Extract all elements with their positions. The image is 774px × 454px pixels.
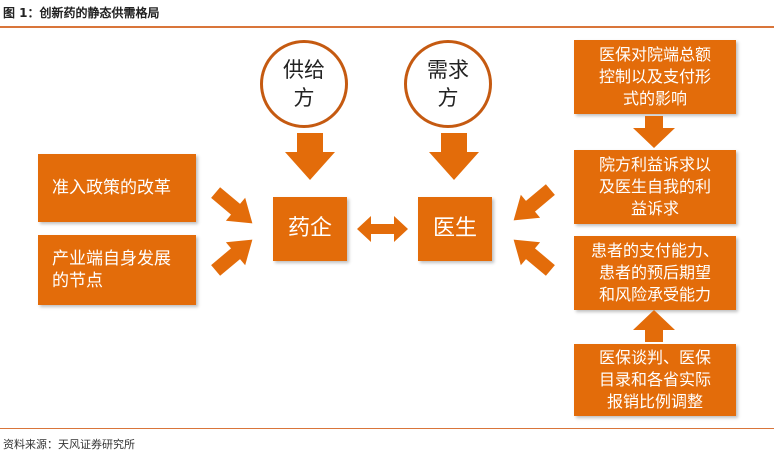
policy-reform-label: 准入政策的改革 [52,178,171,198]
source-note: 资料来源：天风证券研究所 [3,438,135,451]
double-arrow [357,216,408,242]
policy-diagonal-arrow [211,187,253,224]
hospital-interest-box: 院方利益诉求以 及医生自我的利 益诉求 [574,150,736,224]
hospital-interest-label: 院方利益诉求以 及医生自我的利 益诉求 [598,155,711,218]
demand-down-arrow [429,133,479,180]
patient-ability-label: 患者的支付能力、 患者的预后期望 和风险承受能力 [590,241,719,304]
industry-development-box: 产业端自身发展 的节点 [38,235,196,305]
insurance-negotiation-label: 医保谈判、医保 目录和各省实际 报销比例调整 [598,348,711,411]
top-rule [0,26,774,28]
doctor-label: 医生 [432,216,477,241]
pharma-label: 药企 [287,216,332,241]
doctor-box: 医生 [418,197,492,261]
negotiation-up-arrow [633,310,675,342]
industry-development-label: 产业端自身发展 的节点 [52,249,171,291]
insurance-down-arrow [633,116,675,148]
patient-diagonal-arrow [513,239,555,276]
patient-ability-box: 患者的支付能力、 患者的预后期望 和风险承受能力 [574,236,736,310]
bottom-rule [0,428,774,429]
hospital-diagonal-arrow [513,184,555,221]
industry-diagonal-arrow [211,239,253,276]
insurance-control-box: 医保对院端总额 控制以及支付形 式的影响 [574,40,736,114]
figure-caption: 图 1：创新药的静态供需格局 [3,6,160,20]
policy-reform-box: 准入政策的改革 [38,154,196,222]
insurance-negotiation-box: 医保谈判、医保 目录和各省实际 报销比例调整 [574,344,736,416]
insurance-control-label: 医保对院端总额 控制以及支付形 式的影响 [598,45,711,108]
supply-down-arrow [285,133,335,180]
demand-side-circle: 需求 方 [404,40,492,128]
demand-side-label: 需求 方 [427,58,469,110]
supply-side-label: 供给 方 [283,58,325,110]
supply-side-circle: 供给 方 [260,40,348,128]
pharma-box: 药企 [273,197,347,261]
